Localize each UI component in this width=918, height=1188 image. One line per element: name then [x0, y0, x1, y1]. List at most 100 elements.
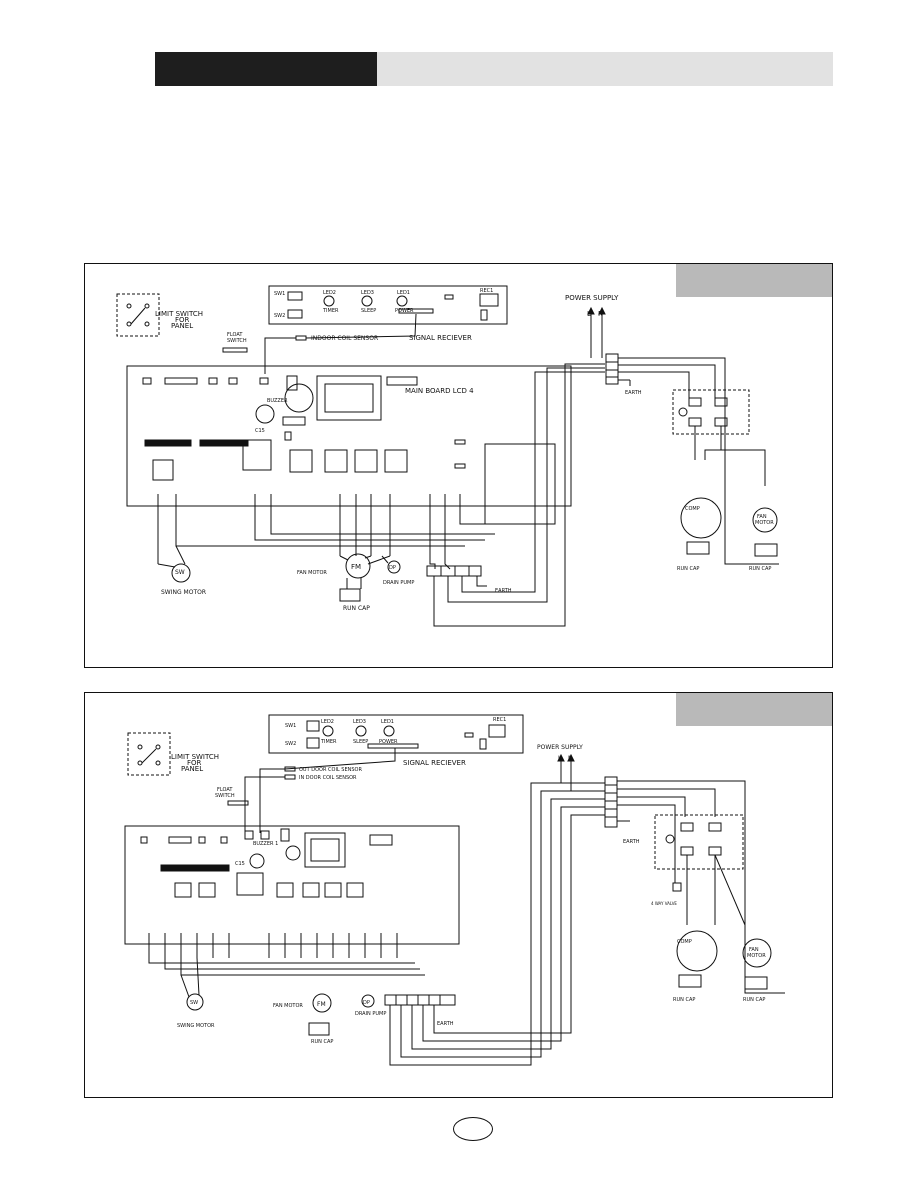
swing-motor-2	[186, 993, 204, 1011]
contactor	[672, 389, 750, 435]
svg-text:LED2: LED2	[321, 719, 334, 725]
page-number-oval	[453, 1117, 493, 1141]
terminal-block-right-2	[604, 776, 618, 828]
svg-text:RUN CAP: RUN CAP	[743, 997, 765, 1003]
svg-text:COMP: COMP	[685, 506, 700, 512]
diagram-2-tag	[676, 693, 832, 726]
run-cap-label: RUN CAP	[343, 605, 370, 612]
fan-motor	[345, 553, 371, 579]
svg-text:C15: C15	[235, 861, 245, 867]
svg-text:EARTH: EARTH	[625, 390, 642, 396]
outdoor-fan-motor-2	[742, 938, 772, 968]
svg-text:N: N	[598, 310, 603, 318]
terminal-block-right	[605, 353, 619, 385]
header-black-bar	[155, 52, 377, 86]
signal-receiver-label-2: SIGNAL RECIEVER	[403, 759, 466, 767]
outdoor-coil-sensor-label: OUT DOOR COIL SENSOR	[299, 767, 362, 773]
svg-text:MOTOR: MOTOR	[747, 953, 766, 959]
wiring-diagram-1: LIMIT SWITCH FOR PANEL FLOAT SWITCH INDO…	[84, 263, 833, 668]
svg-text:DP: DP	[389, 565, 396, 571]
svg-text:SW1: SW1	[274, 291, 285, 297]
drain-pump-label: DRAIN PUMP	[383, 580, 414, 586]
svg-text:DP: DP	[363, 1000, 370, 1006]
limit-switch-label: LIMIT SWITCH	[155, 310, 203, 318]
swing-motor-label: SWING MOTOR	[161, 589, 206, 596]
swing-motor	[171, 563, 191, 583]
svg-text:LED2: LED2	[323, 290, 336, 296]
svg-text:L: L	[558, 755, 562, 762]
run-cap-label-2: RUN CAP	[311, 1039, 333, 1045]
indoor-coil-sensor-label: INDOOR COIL SENSOR	[311, 335, 378, 342]
svg-text:LED3: LED3	[361, 290, 374, 296]
terminal-block-left-2	[384, 994, 456, 1006]
svg-text:EARTH: EARTH	[495, 588, 512, 594]
svg-text:RUN CAP: RUN CAP	[677, 566, 699, 572]
svg-text:RUN CAP: RUN CAP	[673, 997, 695, 1003]
svg-text:LED1: LED1	[381, 719, 394, 725]
svg-text:FM: FM	[351, 563, 361, 571]
svg-text:LED1: LED1	[397, 290, 410, 296]
drain-pump	[387, 560, 401, 574]
wiring-diagram-2-svg: LIMIT SWITCH FOR PANEL FLOAT SWITCH OUT …	[124, 714, 785, 1066]
svg-text:PANEL: PANEL	[181, 765, 203, 773]
terminal-block-left	[426, 565, 482, 577]
limit-switch-box	[116, 293, 160, 337]
svg-text:N: N	[568, 755, 573, 762]
svg-text:TIMER: TIMER	[320, 739, 337, 745]
limit-switch-label-2: LIMIT SWITCH	[171, 753, 219, 761]
svg-text:FM: FM	[317, 1001, 326, 1008]
svg-text:POWER: POWER	[395, 308, 414, 314]
svg-text:SLEEP: SLEEP	[353, 739, 368, 745]
svg-text:COMP: COMP	[677, 939, 692, 945]
power-supply-label-2: POWER SUPPLY	[537, 744, 583, 751]
svg-text:SLEEP: SLEEP	[361, 308, 376, 314]
swing-motor-label-2: SWING MOTOR	[177, 1023, 215, 1029]
wiring-diagram-2: LIMIT SWITCH FOR PANEL FLOAT SWITCH OUT …	[84, 692, 833, 1098]
svg-text:SW2: SW2	[285, 741, 296, 747]
svg-text:REC1: REC1	[493, 717, 506, 723]
diagram-1-tag	[676, 264, 832, 297]
signal-receiver-board	[268, 285, 508, 325]
main-board	[126, 365, 572, 507]
power-supply-label: POWER SUPPLY	[565, 294, 619, 302]
svg-text:SW2: SW2	[274, 313, 285, 319]
svg-text:L: L	[587, 310, 591, 318]
svg-text:PANEL: PANEL	[171, 322, 193, 330]
compressor-2	[676, 930, 718, 972]
outdoor-fan-motor	[752, 507, 778, 533]
fan-motor-label: FAN MOTOR	[297, 570, 327, 576]
indoor-coil-sensor-label-2: IN DOOR COIL SENSOR	[299, 775, 357, 781]
svg-text:SW: SW	[190, 1000, 198, 1006]
main-board-label: MAIN BOARD LCD 4	[405, 387, 474, 395]
svg-text:RUN CAP: RUN CAP	[749, 566, 771, 572]
svg-text:FOR: FOR	[175, 316, 190, 324]
fan-motor-2	[312, 993, 332, 1013]
fan-motor-label-2: FAN MOTOR	[273, 1003, 303, 1009]
svg-text:LED3: LED3	[353, 719, 366, 725]
svg-text:FOR: FOR	[187, 759, 202, 767]
svg-text:FLOAT: FLOAT	[217, 787, 233, 793]
contactor-2	[654, 814, 744, 870]
svg-text:C15: C15	[255, 428, 265, 434]
drain-pump-2	[361, 994, 375, 1008]
drain-pump-label-2: DRAIN PUMP	[355, 1011, 386, 1017]
svg-text:SW: SW	[175, 569, 185, 576]
limit-switch-box-2	[127, 732, 171, 776]
svg-text:FLOAT: FLOAT	[227, 332, 243, 338]
svg-text:BUZZER: BUZZER	[267, 398, 288, 404]
transformer	[316, 375, 382, 421]
header-gray-bar	[377, 52, 833, 86]
svg-text:BUZZER 1: BUZZER 1	[253, 841, 278, 847]
svg-text:FAN: FAN	[749, 947, 759, 953]
svg-text:EARTH: EARTH	[437, 1021, 454, 1027]
svg-text:4 WAY VALVE: 4 WAY VALVE	[651, 901, 677, 906]
svg-text:REC1: REC1	[480, 288, 493, 294]
signal-receiver-label: SIGNAL RECIEVER	[409, 334, 472, 342]
svg-text:SWITCH: SWITCH	[215, 793, 235, 799]
svg-text:EARTH: EARTH	[623, 839, 640, 845]
svg-text:POWER: POWER	[379, 739, 398, 745]
main-board-2	[124, 825, 460, 945]
svg-text:SWITCH: SWITCH	[227, 338, 247, 344]
wiring-diagram-1-svg: LIMIT SWITCH FOR PANEL FLOAT SWITCH INDO…	[116, 285, 779, 627]
svg-text:TIMER: TIMER	[322, 308, 339, 314]
